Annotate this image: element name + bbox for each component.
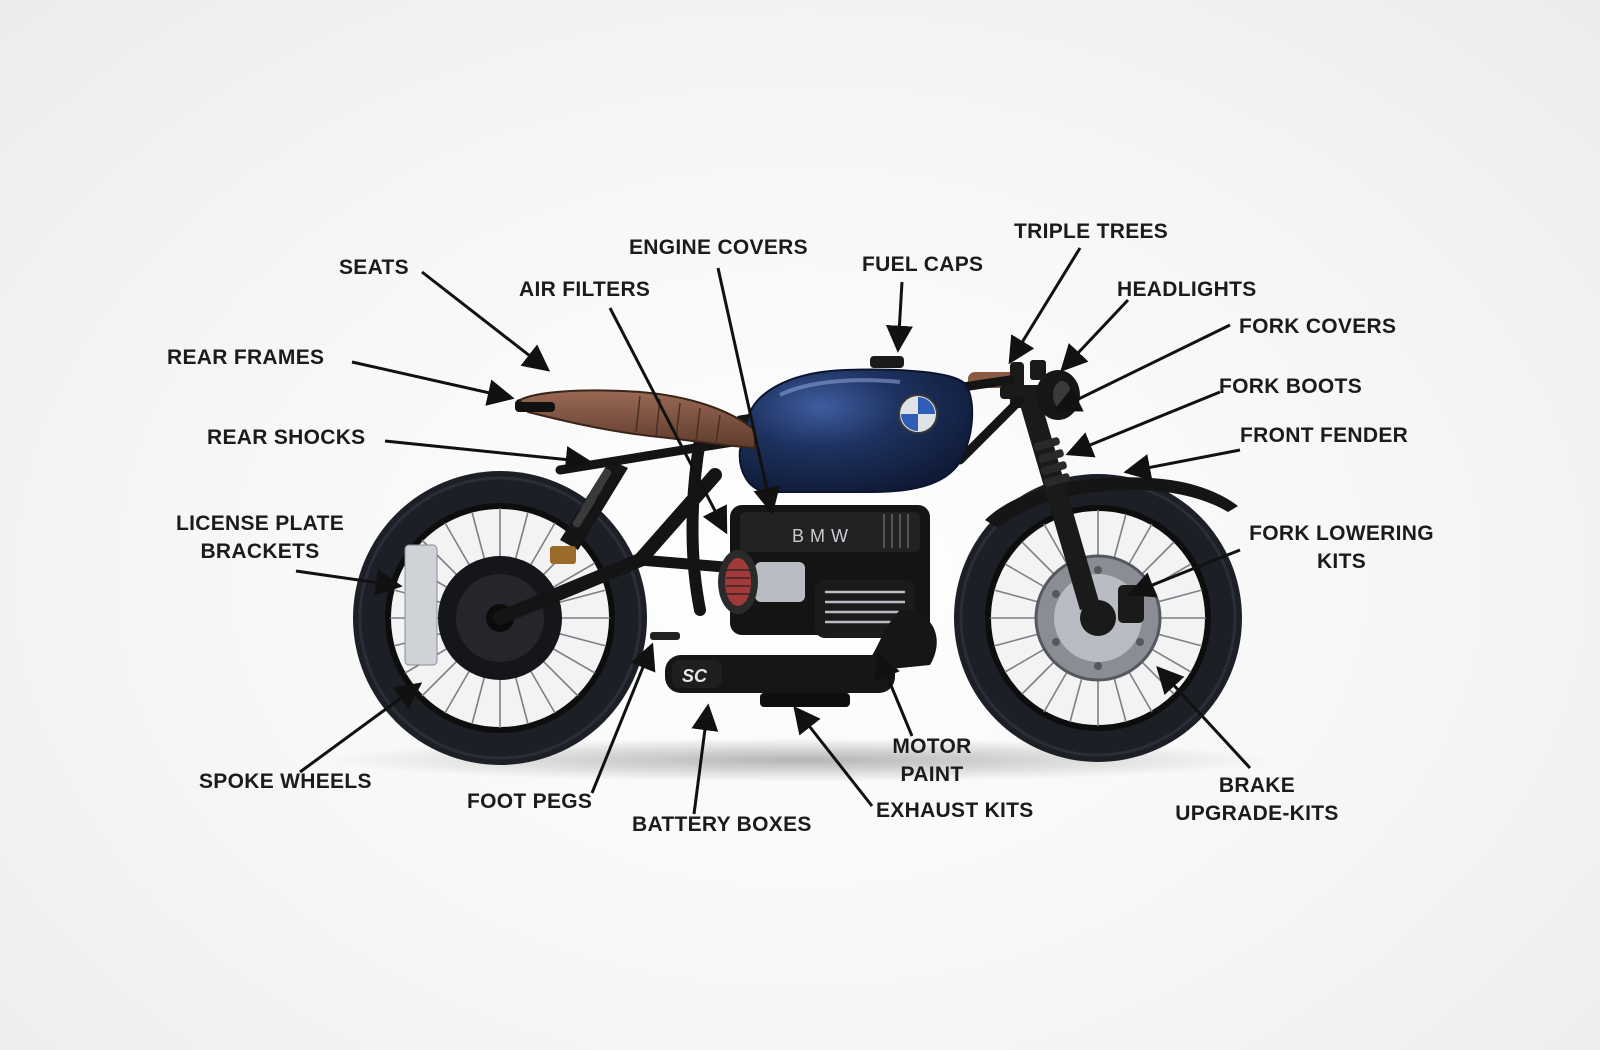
engine-badge: BMW <box>792 526 854 546</box>
label-license-plate-brackets-line1: LICENSE PLATE <box>175 512 345 535</box>
arrow-rear-frames <box>351 360 515 406</box>
label-fork-lowering-kits: FORK LOWERING KITS <box>1240 520 1443 576</box>
label-spoke-wheels: SPOKE WHEELS <box>199 770 372 793</box>
arrow-fuel-caps <box>885 281 913 353</box>
arrow-exhaust-kits <box>793 705 874 807</box>
arrow-fork-covers <box>1053 323 1231 412</box>
label-air-filters: AIR FILTERS <box>519 278 651 301</box>
label-license-plate-brackets-line2: BRACKETS <box>200 540 320 563</box>
label-license-plate-brackets: LICENSE PLATE BRACKETS <box>168 510 352 566</box>
label-fork-covers: FORK COVERS <box>1239 315 1397 338</box>
arrow-fork-boots <box>1065 390 1221 458</box>
label-foot-pegs: FOOT PEGS <box>467 790 593 813</box>
front-fork <box>1018 398 1100 610</box>
label-seats: SEATS <box>339 256 409 279</box>
battery-box <box>760 693 850 707</box>
label-fork-lowering-kits-line2: KITS <box>1316 550 1367 573</box>
label-fork-boots: FORK BOOTS <box>1219 375 1362 398</box>
arrow-motor-paint <box>874 651 914 737</box>
arrow-foot-pegs <box>590 642 656 794</box>
engine-cover <box>740 512 920 552</box>
arrow-seats <box>421 270 551 372</box>
label-brake-upgrade-kits: BRAKE UPGRADE-KITS <box>1163 772 1351 828</box>
fuel-tank <box>738 356 974 493</box>
arrow-air-filters <box>608 307 728 535</box>
exhaust-badge: SC <box>682 666 708 686</box>
arrow-brake-upgrade-kits <box>1156 666 1252 770</box>
label-motor-paint: MOTOR PAINT <box>877 733 987 789</box>
carburetor <box>755 562 805 602</box>
engine: BMW <box>718 505 930 638</box>
label-fuel-caps: FUEL CAPS <box>862 253 984 276</box>
label-motor-paint-line2: PAINT <box>900 763 964 786</box>
label-front-fender: FRONT FENDER <box>1240 424 1409 447</box>
label-battery-boxes: BATTERY BOXES <box>632 813 812 836</box>
label-brake-upgrade-kits-line1: BRAKE <box>1218 774 1296 797</box>
label-rear-frames: REAR FRAMES <box>167 346 325 369</box>
arrow-headlights <box>1060 298 1130 372</box>
label-exhaust-kits: EXHAUST KITS <box>876 799 1034 822</box>
arrow-engine-covers <box>716 267 780 515</box>
arrow-front-fender <box>1123 448 1241 481</box>
callout-arrows <box>295 247 1252 815</box>
arrow-fork-lowering-kits <box>1127 548 1241 598</box>
arrow-battery-boxes <box>691 703 719 815</box>
label-fork-lowering-kits-line1: FORK LOWERING <box>1249 522 1434 545</box>
rear-shock <box>550 460 628 564</box>
foot-peg <box>650 632 680 640</box>
label-brake-upgrade-kits-line2: UPGRADE-KITS <box>1175 802 1339 825</box>
label-headlights: HEADLIGHTS <box>1117 278 1257 301</box>
label-rear-shocks: REAR SHOCKS <box>207 426 366 449</box>
arrow-rear-shocks <box>384 439 593 473</box>
arrow-license-plate-brackets <box>295 569 403 596</box>
fuel-cap <box>870 356 904 368</box>
label-engine-covers: ENGINE COVERS <box>629 236 808 259</box>
seat <box>515 389 756 450</box>
label-motor-paint-line1: MOTOR <box>892 735 972 758</box>
arrow-triple-trees <box>1008 247 1082 365</box>
arrow-spoke-wheels <box>299 682 423 774</box>
label-triple-trees: TRIPLE TREES <box>1014 220 1169 243</box>
